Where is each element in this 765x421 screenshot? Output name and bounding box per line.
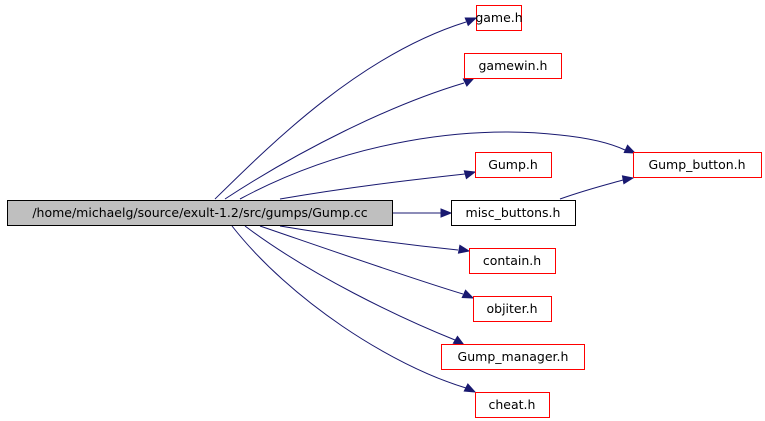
node-gamewin-label: gamewin.h [479, 58, 548, 73]
node-gump-manager[interactable]: Gump_manager.h [441, 344, 585, 370]
arrowhead-gamewin [462, 77, 476, 87]
node-root[interactable]: /home/michaelg/source/exult-1.2/src/gump… [7, 200, 393, 226]
node-objiter-label: objiter.h [486, 301, 537, 316]
node-gump-button-label: Gump_button.h [648, 157, 745, 172]
node-objiter-box [473, 296, 552, 322]
node-root-box [7, 200, 393, 226]
edge-root-to-contain [279, 225, 459, 251]
node-gump-manager-label: Gump_manager.h [458, 349, 569, 364]
arrowhead-gump [463, 170, 477, 180]
edge-misc_buttons-to-gump_button [559, 179, 624, 200]
node-game[interactable]: game.h [475, 5, 523, 31]
node-contain-box [469, 248, 556, 274]
node-cheat-label: cheat.h [489, 397, 536, 412]
arrowhead-cheat [463, 383, 477, 393]
arrowhead-contain [457, 244, 471, 254]
edge-root-to-objiter [259, 225, 464, 295]
node-game-box [476, 5, 522, 31]
edge-root-to-game [214, 21, 467, 200]
node-gump-manager-box [441, 344, 585, 370]
node-root-label: /home/michaelg/source/exult-1.2/src/gump… [32, 205, 367, 220]
nodes-layer: /home/michaelg/source/exult-1.2/src/gump… [7, 5, 762, 418]
edge-root-to-cheat [231, 225, 467, 389]
node-cheat[interactable]: cheat.h [475, 392, 550, 418]
node-gump-button[interactable]: Gump_button.h [633, 152, 762, 178]
node-gump-button-box [633, 152, 762, 178]
node-misc-buttons-label: misc_buttons.h [466, 205, 561, 220]
arrowhead-gump_manager [452, 335, 466, 346]
edge-root-to-gump_button [239, 131, 626, 200]
edge-root-to-gump_manager [244, 225, 456, 341]
arrowhead-objiter [461, 289, 475, 299]
node-gump[interactable]: Gump.h [475, 152, 552, 178]
arrowhead-game [464, 17, 478, 27]
node-misc-buttons[interactable]: misc_buttons.h [451, 200, 576, 226]
edge-root-to-gamewin [224, 82, 465, 200]
edge-root-to-gump [279, 173, 466, 200]
node-misc-buttons-box [451, 200, 576, 226]
node-gump-box [475, 152, 552, 178]
node-gamewin-box [464, 53, 562, 79]
node-cheat-box [475, 392, 550, 418]
node-contain-label: contain.h [483, 253, 541, 268]
arrowhead-gump_button [623, 144, 637, 154]
node-game-label: game.h [475, 10, 522, 25]
node-gamewin[interactable]: gamewin.h [464, 53, 562, 79]
edges-layer [214, 17, 637, 393]
arrowhead-gump_button [621, 175, 635, 185]
node-gump-label: Gump.h [488, 157, 538, 172]
node-objiter[interactable]: objiter.h [473, 296, 552, 322]
node-contain[interactable]: contain.h [469, 248, 556, 274]
arrowhead-misc_buttons [440, 208, 453, 218]
